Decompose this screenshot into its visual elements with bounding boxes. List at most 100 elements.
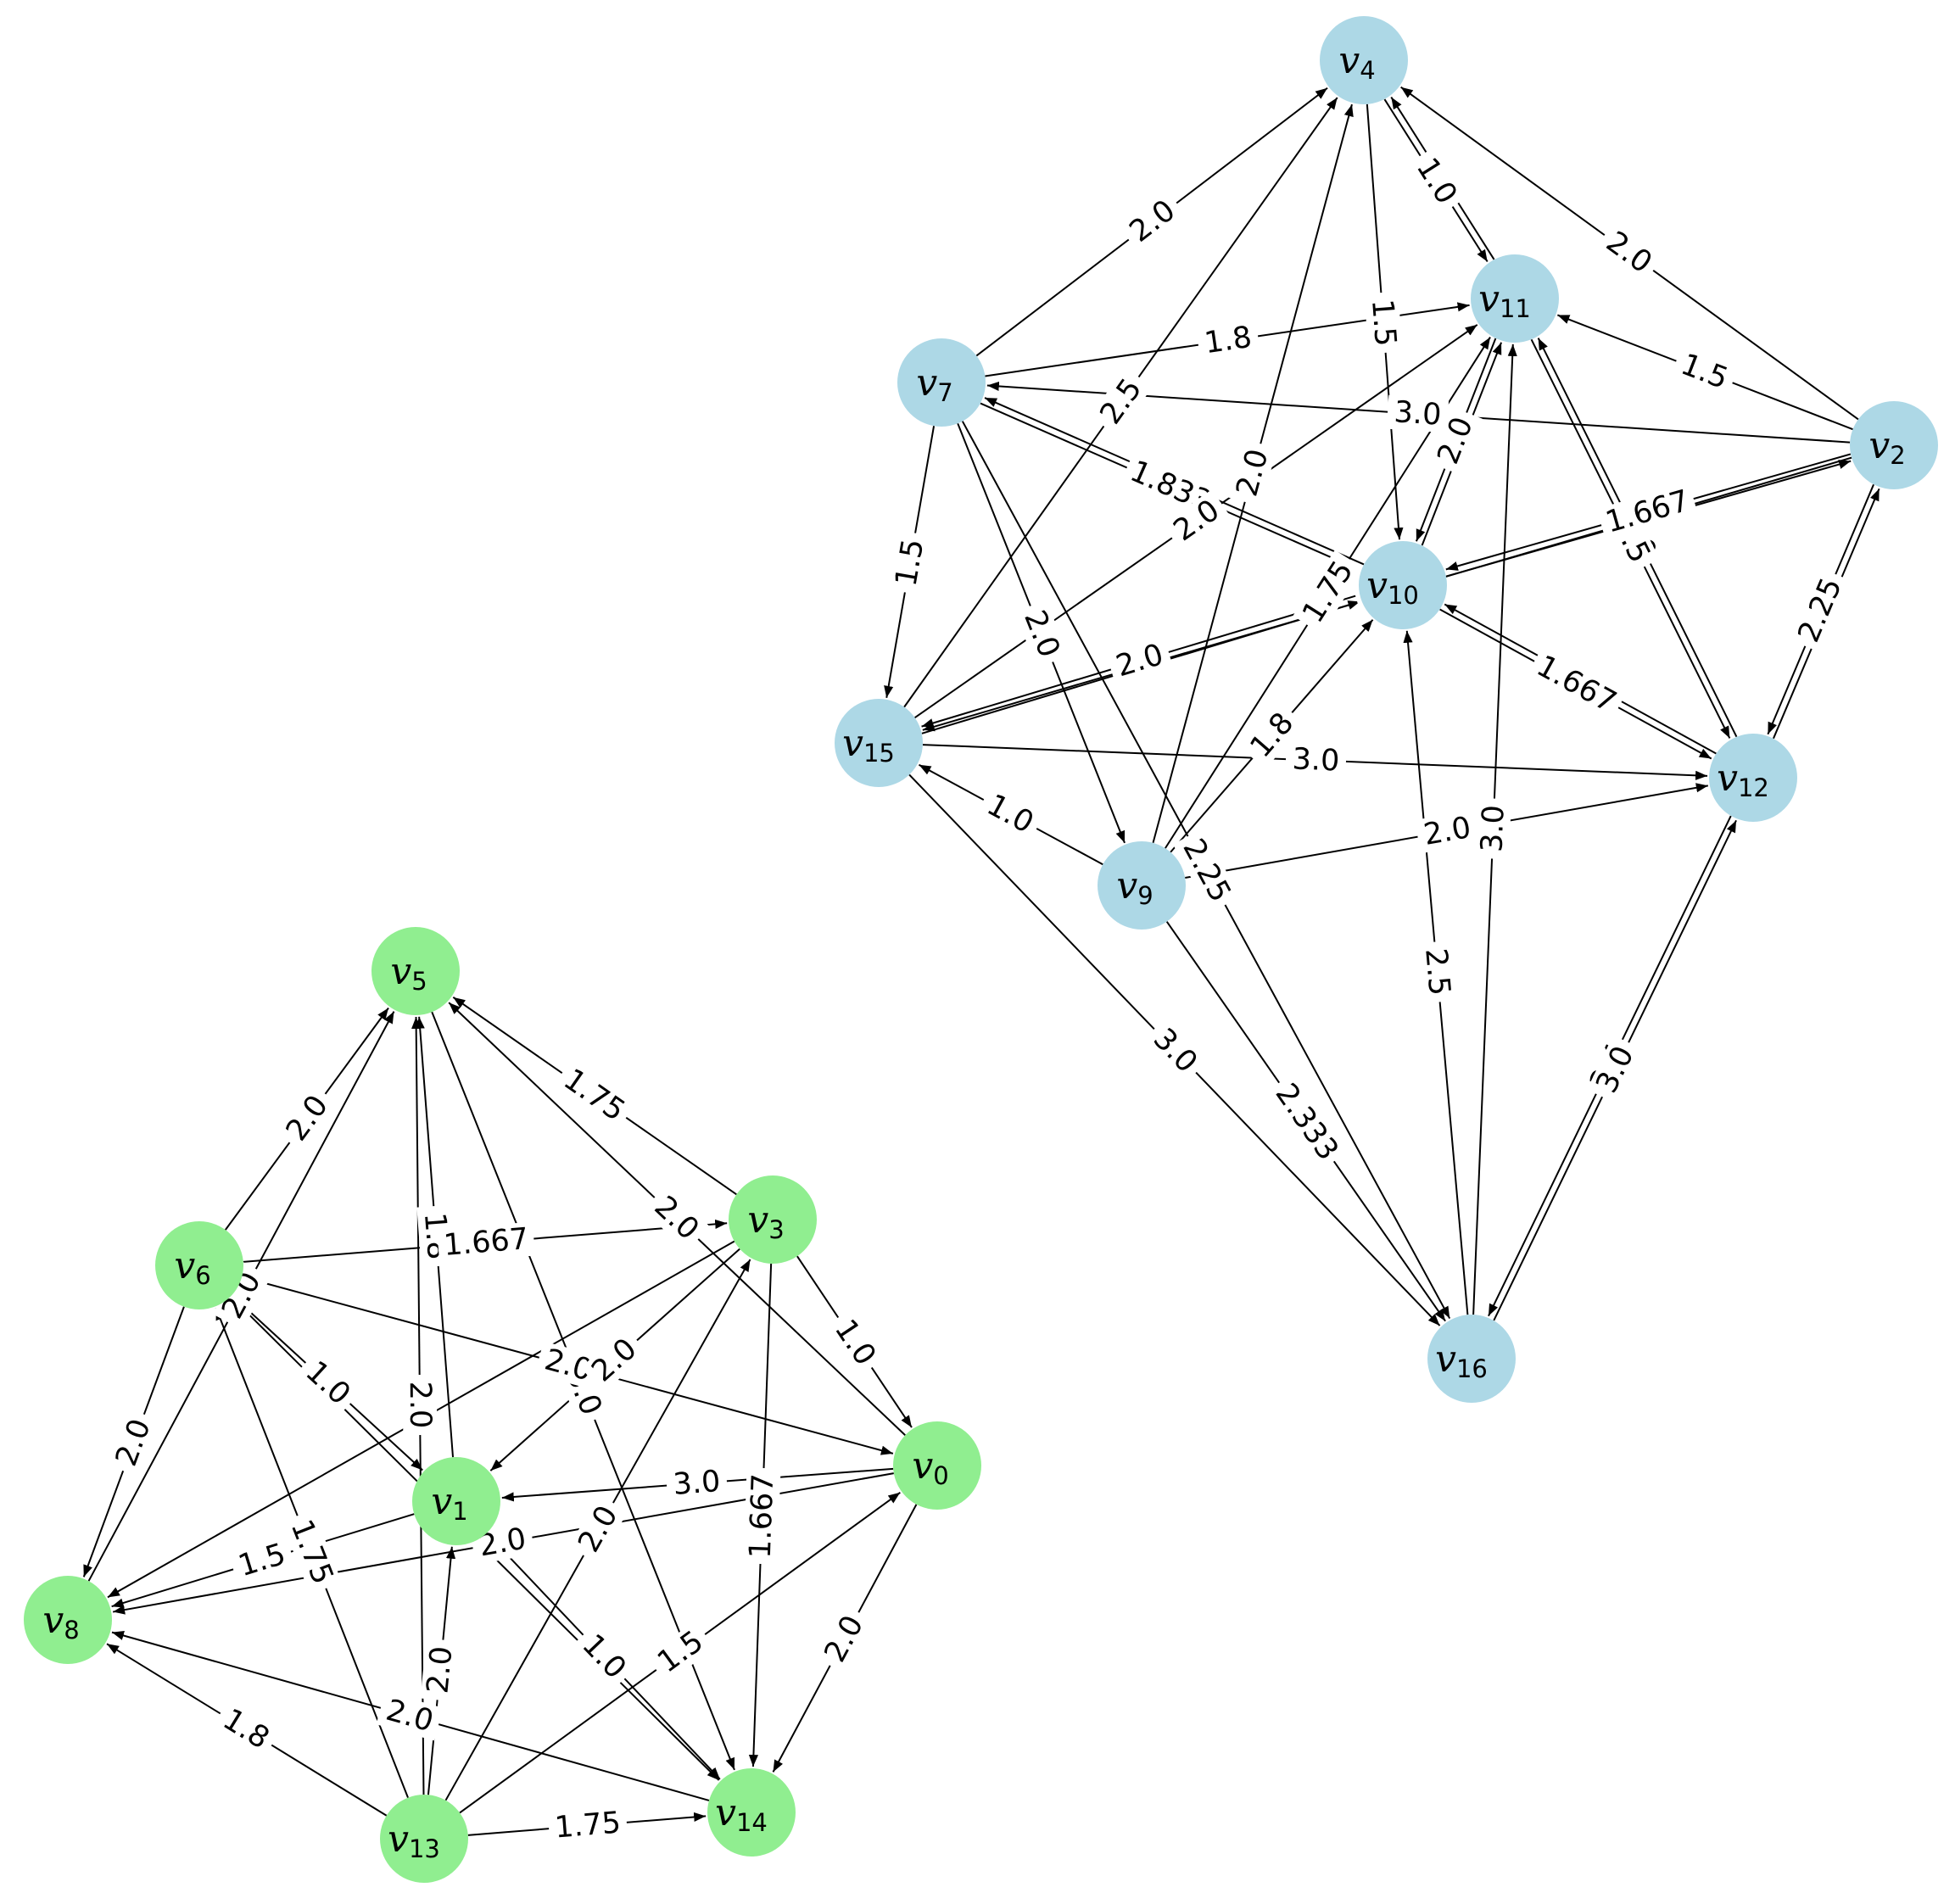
edge-label-background xyxy=(580,1327,649,1393)
node-label: v5 xyxy=(390,950,427,997)
edge-label-background xyxy=(815,1604,874,1674)
edge-weight-text: 2.333 xyxy=(1268,1077,1344,1166)
edge-label-v10-v12: 1.667 xyxy=(1526,646,1627,723)
edge-label-background xyxy=(1415,809,1480,854)
edges-layer xyxy=(82,86,1880,1836)
edge-label-background xyxy=(1195,319,1261,362)
node-v16: v16 xyxy=(1427,1315,1516,1403)
edge-label-background xyxy=(1475,797,1511,860)
edge-weight-text: 3.0 xyxy=(672,1465,721,1502)
node-circle xyxy=(835,699,923,787)
edge-label-background xyxy=(1587,1035,1645,1104)
edge-weight-text: 2.0 xyxy=(1230,445,1275,500)
node-v8: v8 xyxy=(24,1576,112,1664)
edge-label-v9-v15: 1.0 xyxy=(975,784,1045,844)
edge-label-v2-v12: 2.25 xyxy=(1789,567,1852,653)
edge-label-background xyxy=(420,1638,461,1702)
node-label: v14 xyxy=(715,1791,768,1838)
edge-weight-text: 2.0 xyxy=(1112,638,1167,684)
node-label-letter: v xyxy=(1868,424,1890,467)
node-v13: v13 xyxy=(380,1795,468,1883)
edge-label-background xyxy=(211,1699,281,1760)
edge-label-background xyxy=(1265,1073,1349,1171)
edge-label-v9-v12: 2.0 xyxy=(1415,809,1480,854)
edge-label-v13-v8: 1.8 xyxy=(211,1699,281,1760)
node-v9: v9 xyxy=(1098,841,1186,930)
edge-weight-text: 1.75 xyxy=(554,1806,623,1845)
edge-weight-text: 2.0 xyxy=(383,1694,437,1739)
edge-label-background xyxy=(1106,635,1174,686)
edge-label-v7-v9: 2.0 xyxy=(1014,600,1069,668)
node-label: v12 xyxy=(1717,757,1769,803)
node-label-letter: v xyxy=(42,1599,64,1642)
edge-label-background xyxy=(1172,828,1241,913)
node-circle xyxy=(1850,401,1938,489)
edge-label-background xyxy=(743,1467,781,1565)
node-label: v11 xyxy=(1478,277,1531,324)
edge-label-background xyxy=(293,1350,362,1416)
edge-label-background xyxy=(402,1374,438,1436)
node-label-subscript: 13 xyxy=(409,1834,440,1863)
edge-label-background xyxy=(571,1622,637,1691)
node-label-subscript: 6 xyxy=(195,1261,210,1290)
edge-label-background xyxy=(212,1260,271,1331)
edge-label-v15-v12: 3.0 xyxy=(1285,742,1347,779)
edge-label-background xyxy=(547,1805,628,1846)
edge-label-v6-v8: 2.0 xyxy=(107,1408,160,1477)
node-label: v7 xyxy=(916,361,952,408)
edge-weight-text: 3.0 xyxy=(1393,395,1442,433)
edge-label-background xyxy=(1014,600,1069,668)
node-circle xyxy=(412,1457,500,1545)
node-v12: v12 xyxy=(1709,734,1797,822)
edge-weight-text: 1.5 xyxy=(235,1538,290,1584)
edge-weight-text: 3.0 xyxy=(1475,804,1511,852)
edge-label-background xyxy=(646,1620,715,1684)
node-label-letter: v xyxy=(388,1817,409,1861)
edge-weight-text: 1.667 xyxy=(442,1222,529,1263)
edge-label-background xyxy=(1285,742,1347,779)
node-label-letter: v xyxy=(747,1198,768,1242)
edge-label-background xyxy=(1596,482,1699,542)
node-label: v3 xyxy=(747,1198,784,1245)
edge-label-background xyxy=(1417,940,1457,1004)
edge-label-v6-v3: 1.667 xyxy=(437,1221,535,1264)
node-v15: v15 xyxy=(835,699,923,787)
edge-label-v3-v14: 1.667 xyxy=(743,1467,781,1565)
node-label: v9 xyxy=(1116,864,1153,911)
edge-label-v13-v3: 2.0 xyxy=(568,1494,628,1564)
node-v11: v11 xyxy=(1471,254,1559,343)
node-v0: v0 xyxy=(893,1421,981,1510)
node-label-letter: v xyxy=(1478,277,1500,321)
edge-label-background xyxy=(276,1084,339,1153)
edge-label-background xyxy=(552,1058,636,1132)
edge-weight-text: 1.8 xyxy=(1203,321,1254,361)
node-label-subscript: 0 xyxy=(933,1461,948,1490)
node-label: v15 xyxy=(842,722,895,768)
node-label-letter: v xyxy=(1717,757,1738,800)
edge-weight-text: 2.0 xyxy=(403,1381,438,1428)
node-v3: v3 xyxy=(729,1175,817,1264)
edge-label-v16-v11: 3.0 xyxy=(1475,797,1511,860)
node-label-subscript: 3 xyxy=(768,1215,784,1244)
node-label-subscript: 2 xyxy=(1890,441,1905,470)
edge-label-background xyxy=(665,1464,729,1503)
node-circle xyxy=(1471,254,1559,343)
node-label-subscript: 14 xyxy=(736,1808,768,1837)
edge-label-v2-v11: 1.5 xyxy=(1670,345,1739,399)
node-label-letter: v xyxy=(390,950,411,993)
edge-label-v3-v5: 1.75 xyxy=(552,1058,636,1132)
node-label-subscript: 9 xyxy=(1137,881,1153,910)
node-label: v6 xyxy=(174,1244,210,1291)
edge-label-background xyxy=(1428,406,1483,475)
edge-label-v10-v15: 2.0 xyxy=(1106,635,1174,686)
node-label-letter: v xyxy=(1116,864,1137,907)
edge-label-background xyxy=(437,1221,535,1264)
edge-label-v6-v1: 1.0 xyxy=(293,1350,362,1416)
node-label-subscript: 12 xyxy=(1738,773,1769,802)
node-v6: v6 xyxy=(155,1221,243,1309)
node-label: v4 xyxy=(1338,39,1375,86)
node-label: v0 xyxy=(912,1444,948,1491)
edge-label-background xyxy=(376,1691,444,1741)
node-circle xyxy=(1709,734,1797,822)
edge-label-background xyxy=(975,784,1045,844)
